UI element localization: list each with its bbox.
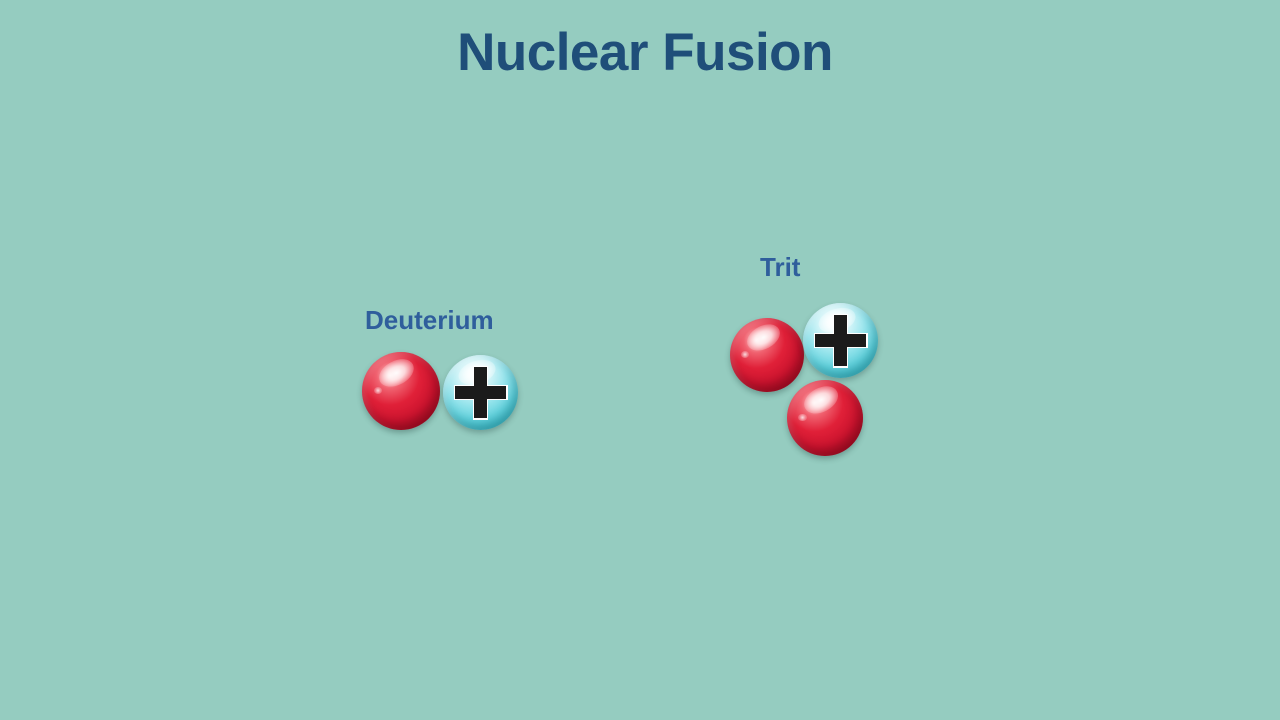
neutron-particle: [362, 352, 440, 430]
plus-icon: [443, 355, 518, 430]
neutron-particle: [787, 380, 863, 456]
page-title: Nuclear Fusion: [457, 23, 833, 82]
plus-icon: [803, 303, 878, 378]
tritium-atom: [724, 298, 889, 463]
tritium-label: Trit: [760, 252, 801, 282]
proton-particle: [803, 303, 878, 378]
neutron-particle: [730, 318, 804, 392]
deuterium-label: Deuterium: [365, 305, 494, 335]
deuterium-atom: [356, 348, 531, 443]
proton-particle: [443, 355, 518, 430]
